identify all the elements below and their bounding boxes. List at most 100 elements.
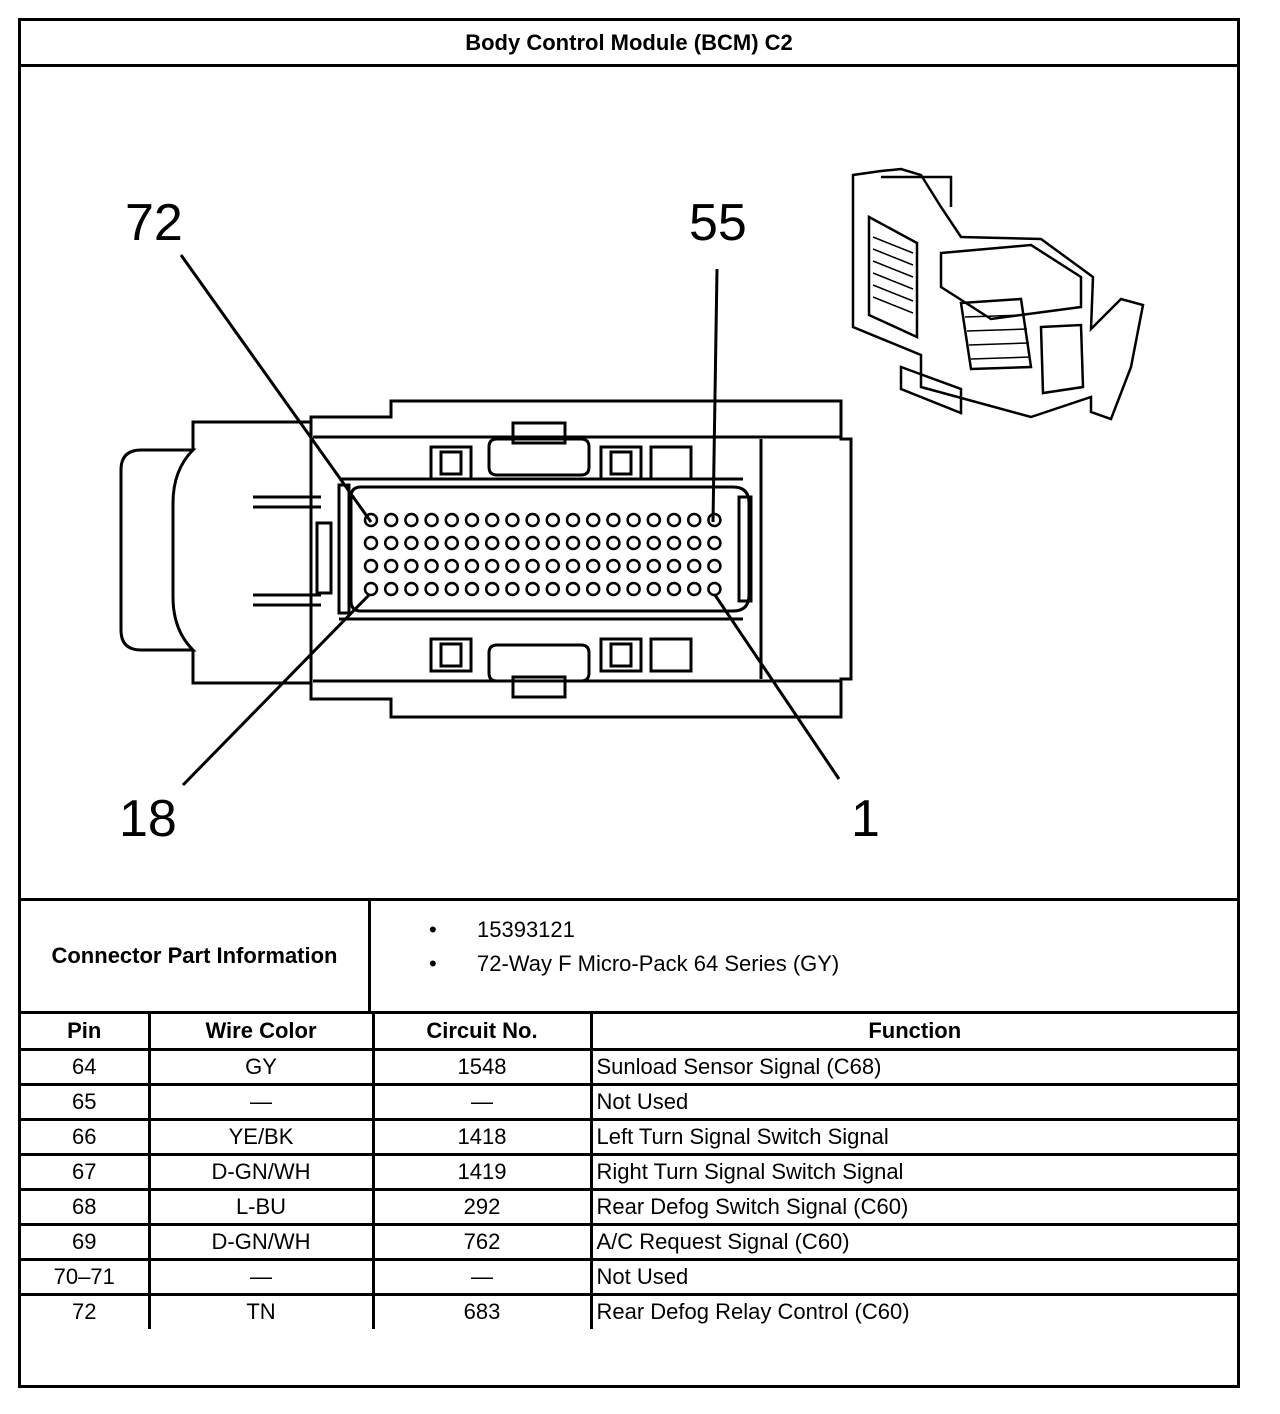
- diagram-title: Body Control Module (BCM) C2: [21, 21, 1237, 67]
- pin-cavity-hole: [525, 581, 540, 597]
- cell-function: A/C Request Signal (C60): [589, 1222, 1237, 1261]
- pin-cavity-hole: [404, 535, 419, 551]
- pinout-table: Pin Wire Color Circuit No. Function 64 G…: [21, 1014, 1237, 1329]
- pin-cavity-hole: [424, 558, 439, 574]
- pin-cavity-hole: [363, 581, 379, 597]
- pin-cavity-hole: [484, 558, 500, 574]
- pin-cavity-hole: [646, 558, 662, 574]
- pin-cavity-hole: [484, 581, 500, 597]
- pin-cavity-hole: [464, 535, 480, 551]
- pin-cavity-hole: [464, 581, 480, 597]
- pin-cavity-hole: [545, 512, 561, 528]
- pin-grid: [363, 512, 722, 597]
- cell-function: Sunload Sensor Signal (C68): [589, 1047, 1237, 1086]
- bullet-icon: •: [429, 917, 437, 942]
- pin-callout-55: 55: [689, 194, 747, 252]
- pin-cavity-hole: [444, 581, 460, 597]
- pin-cavity-hole: [666, 581, 682, 597]
- cell-circuit-no: 292: [371, 1187, 593, 1226]
- pin-cavity-hole: [505, 512, 520, 528]
- pin-cavity-hole: [444, 512, 460, 528]
- cell-circuit-no: 683: [371, 1292, 593, 1329]
- header-pin: Pin: [21, 1014, 151, 1051]
- pin-cavity-hole: [545, 558, 561, 574]
- header-circuit-no: Circuit No.: [371, 1014, 593, 1051]
- cell-circuit-no: 762: [371, 1222, 593, 1261]
- pin-callout-72: 72: [125, 194, 183, 252]
- connector-info-item: • 72-Way F Micro-Pack 64 Series (GY): [371, 947, 1237, 981]
- pin-cavity-hole: [646, 535, 662, 551]
- cell-function: Rear Defog Relay Control (C60): [589, 1292, 1237, 1329]
- pin-cavity-hole: [464, 512, 480, 528]
- pin-cavity-hole: [646, 581, 662, 597]
- pin-cavity-hole: [525, 512, 540, 528]
- pin-cavity-hole: [565, 512, 581, 528]
- pin-cavity-hole: [383, 581, 399, 597]
- pin-callout-1: 1: [851, 790, 880, 848]
- pin-cavity-hole: [444, 558, 460, 574]
- pin-cavity-hole: [707, 535, 722, 551]
- pin-cavity-hole: [424, 581, 439, 597]
- pin-cavity-hole: [585, 558, 601, 574]
- pin-cavity-hole: [404, 558, 419, 574]
- connector-info-list: • 15393121 • 72-Way F Micro-Pack 64 Seri…: [371, 901, 1237, 1011]
- connector-part-information: Connector Part Information • 15393121 • …: [21, 898, 1237, 1014]
- table-row: 72 TN 683 Rear Defog Relay Control (C60): [21, 1292, 1237, 1329]
- cell-wire-color: —: [147, 1082, 375, 1121]
- leader-line-55: [711, 268, 719, 523]
- part-number: 15393121: [477, 917, 575, 942]
- pin-cavity-hole: [444, 535, 460, 551]
- pin-cavity-hole: [383, 558, 399, 574]
- pin-cavity-hole: [505, 581, 520, 597]
- pin-cavity-hole: [626, 535, 641, 551]
- cell-function: Right Turn Signal Switch Signal: [589, 1152, 1237, 1191]
- cell-circuit-no: 1419: [371, 1152, 593, 1191]
- cell-circuit-no: 1418: [371, 1117, 593, 1156]
- connector-body: [309, 399, 853, 719]
- cell-pin: 67: [21, 1152, 151, 1191]
- table-row: 70–71 — — Not Used: [21, 1257, 1237, 1296]
- connector-info-item: • 15393121: [371, 913, 1237, 947]
- pin-cavity-hole: [686, 581, 702, 597]
- pin-cavity-hole: [606, 512, 621, 528]
- pin-cavity-hole: [464, 558, 480, 574]
- cell-function: Left Turn Signal Switch Signal: [589, 1117, 1237, 1156]
- pin-cavity-hole: [424, 512, 439, 528]
- cell-circuit-no: 1548: [371, 1047, 593, 1086]
- table-row: 64 GY 1548 Sunload Sensor Signal (C68): [21, 1047, 1237, 1086]
- cell-wire-color: —: [147, 1257, 375, 1296]
- leader-line-1: [713, 594, 841, 780]
- cell-function: Rear Defog Switch Signal (C60): [589, 1187, 1237, 1226]
- cell-wire-color: D-GN/WH: [147, 1152, 375, 1191]
- table-row: 68 L-BU 292 Rear Defog Switch Signal (C6…: [21, 1187, 1237, 1226]
- pin-cavity-hole: [606, 558, 621, 574]
- pin-cavity-hole: [626, 558, 641, 574]
- pin-cavity-hole: [666, 558, 682, 574]
- connector-frame: Body Control Module (BCM) C2: [18, 18, 1240, 1388]
- pin-cavity-hole: [363, 558, 379, 574]
- pin-cavity-hole: [666, 512, 682, 528]
- cell-wire-color: GY: [147, 1047, 375, 1086]
- connector-face-svg: [119, 167, 1145, 787]
- pin-cavity-hole: [606, 581, 621, 597]
- pin-cavity-hole: [424, 535, 439, 551]
- table-row: 65 — — Not Used: [21, 1082, 1237, 1121]
- leader-line-72: [179, 254, 373, 523]
- connector-info-label: Connector Part Information: [21, 901, 371, 1011]
- pin-cavity-hole: [505, 535, 520, 551]
- pin-cavity-hole: [626, 512, 641, 528]
- pin-cavity-hole: [363, 512, 379, 528]
- cell-wire-color: TN: [147, 1292, 375, 1329]
- left-latch: [119, 448, 197, 652]
- pin-cavity-hole: [484, 512, 500, 528]
- pin-cavity-hole: [565, 581, 581, 597]
- pin-cavity-hole: [525, 558, 540, 574]
- pin-cavity-hole: [585, 535, 601, 551]
- cell-pin: 70–71: [21, 1257, 151, 1296]
- pin-cavity-hole: [585, 512, 601, 528]
- connector-isometric-illustration: [851, 167, 1145, 421]
- cell-pin: 66: [21, 1117, 151, 1156]
- pin-cavity-hole: [565, 535, 581, 551]
- pin-cavity-hole: [505, 558, 520, 574]
- header-wire-color: Wire Color: [147, 1014, 375, 1051]
